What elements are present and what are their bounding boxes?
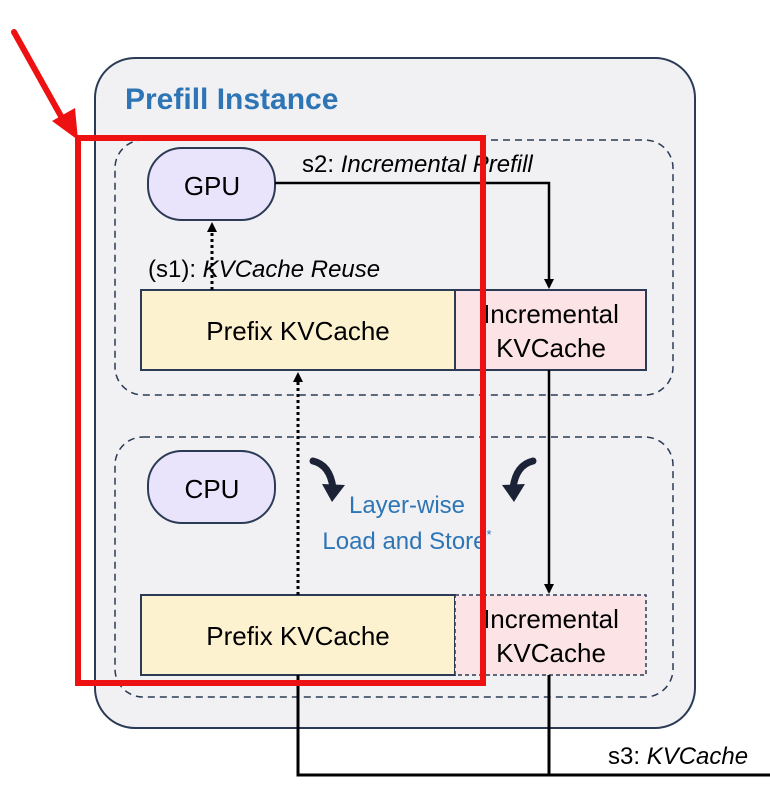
cpu-region xyxy=(114,436,674,698)
gpu-label: GPU xyxy=(184,171,240,201)
cpu-prefix-kvcache-label: Prefix KVCache xyxy=(206,621,390,651)
s3-prefix-line xyxy=(296,675,770,777)
s2-prefill-arrow xyxy=(275,181,554,289)
cpu-label: CPU xyxy=(185,474,240,504)
s3-label: s3: KVCache xyxy=(608,743,748,770)
gpu-incremental-kvcache-line1: Incremental xyxy=(483,299,619,329)
cpu-incremental-kvcache-line1: Incremental xyxy=(483,604,619,634)
prefill-instance-title: Prefill Instance xyxy=(125,83,338,116)
layerwise-line1: Layer-wise xyxy=(349,492,465,519)
prefill-instance-box xyxy=(94,57,696,729)
gpu-incremental-kvcache-line2: KVCache xyxy=(496,333,606,363)
s1-label: (s1): KVCache Reuse xyxy=(148,256,380,283)
gpu-region xyxy=(114,139,674,396)
cpu-incremental-kvcache-line2: KVCache xyxy=(496,638,606,668)
highlight-box xyxy=(75,135,486,686)
layerwise-left-arrow-icon xyxy=(309,457,345,502)
gpu-incremental-kvcache xyxy=(454,289,647,371)
layerwise-right-arrow-icon xyxy=(502,457,537,502)
cpu-prefix-kvcache xyxy=(140,594,456,676)
s2-label: s2: Incremental Prefill xyxy=(302,151,533,178)
highlight-pointer-arrow-icon xyxy=(11,29,78,140)
cpu-node xyxy=(147,450,276,524)
gpu-prefix-kvcache xyxy=(140,289,456,371)
layerwise-line2: Load and Store* xyxy=(322,527,491,555)
gpu-prefix-kvcache-label: Prefix KVCache xyxy=(206,316,390,346)
